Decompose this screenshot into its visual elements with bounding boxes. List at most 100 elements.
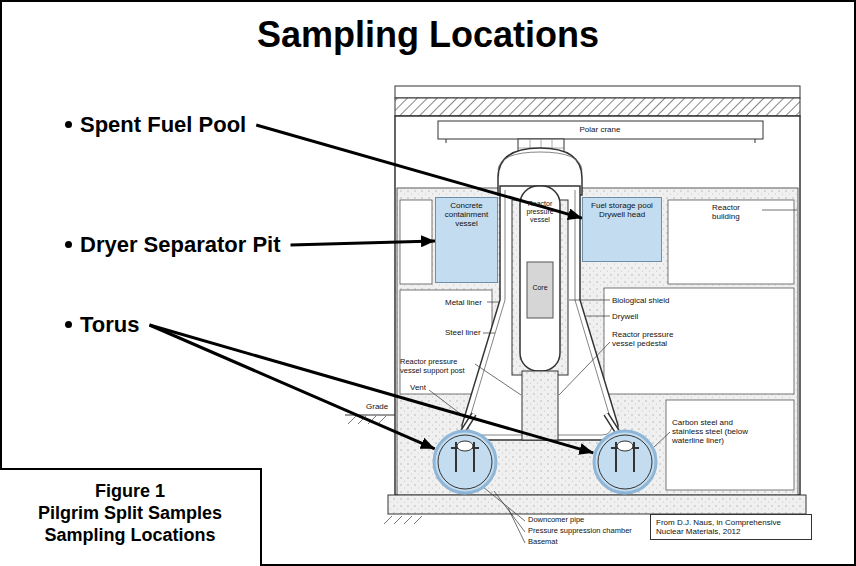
label-holder: Reactor pressure vessel support post <box>400 358 476 375</box>
part-label: Reactor pressure vessel support post <box>400 358 476 375</box>
leader-line <box>483 333 495 334</box>
downcomer-symbol <box>611 442 639 472</box>
label-holder: Metal liner <box>445 298 482 307</box>
label-holder: Steel liner <box>445 328 481 337</box>
vent-pipe-symbol <box>460 414 620 436</box>
title-holder: Sampling Locations <box>0 14 856 56</box>
label-holder: Drywell <box>612 312 638 321</box>
pointer-arrow <box>291 241 435 245</box>
concrete-structure <box>666 400 794 490</box>
label-holder: Vent <box>410 383 426 392</box>
torus-liner <box>438 435 492 489</box>
connector-group <box>149 125 593 453</box>
building-shell <box>395 86 800 495</box>
torus-liner <box>598 435 652 489</box>
leader-line <box>654 432 670 447</box>
region-label: Fuel storage pool <box>586 201 658 210</box>
concrete-structure <box>397 188 798 495</box>
bullet-dot <box>65 321 72 328</box>
concrete-structure <box>668 200 794 284</box>
pedestal-symbol <box>522 371 558 440</box>
label-holder: Downcomer pipe <box>528 516 584 525</box>
leader-line <box>487 302 499 303</box>
torus-outline <box>594 431 656 493</box>
vent-pipe-symbol <box>460 414 620 436</box>
label-holder: Core <box>527 284 553 292</box>
downcomer-symbol <box>451 442 479 472</box>
basemat-symbol <box>388 495 806 514</box>
torus-section <box>432 429 498 495</box>
part-label: Carbon steel and stainless steel (below … <box>672 418 756 446</box>
reactor-vessel-symbol <box>520 186 560 371</box>
pointer-arrow <box>149 325 593 453</box>
torus-outline <box>434 431 496 493</box>
bullet-item: Dryer Separator Pit <box>80 232 291 258</box>
leader-line <box>762 210 797 211</box>
part-label: Basemat <box>528 538 558 547</box>
label-holder: Reactor building <box>712 203 760 221</box>
label-holder: Basemat <box>528 538 558 547</box>
polar-crane-symbol <box>438 121 763 165</box>
bullet-text: Dryer Separator Pit <box>80 232 281 258</box>
building-shell <box>395 98 800 116</box>
page-title: Sampling Locations <box>0 14 856 56</box>
part-label: Grade <box>366 402 388 411</box>
pedestal-symbol <box>522 371 558 440</box>
part-label: Reactor pressure vessel <box>521 200 559 224</box>
source-note: From D.J. Naus, in Comprehensive Nuclear… <box>656 518 806 536</box>
drywell-outline <box>498 152 582 170</box>
part-label: Pressure suppression chamber <box>528 527 632 536</box>
bullet-item: Spent Fuel Pool <box>80 112 256 138</box>
label-holder: From D.J. Naus, in Comprehensive Nuclear… <box>650 514 812 540</box>
part-label: Reactor building <box>712 203 760 221</box>
header-symbol <box>617 441 633 451</box>
part-label: Drywell <box>612 312 638 321</box>
pit-region: Concrete containment vessel <box>435 197 498 283</box>
region-label: Drywell head <box>586 210 658 219</box>
part-label: Core <box>527 284 553 292</box>
building-shell <box>395 116 800 495</box>
label-holder: Carbon steel and stainless steel (below … <box>672 418 756 446</box>
torus-outline <box>592 429 658 495</box>
part-label: Biological shield <box>612 296 669 305</box>
bullet-dot <box>65 121 72 128</box>
label-holder: Grade <box>366 402 388 411</box>
label-holder: Polar crane <box>560 125 640 134</box>
region-label: Concrete containment vessel <box>439 201 494 229</box>
polar-crane-symbol <box>446 139 755 143</box>
figure-caption-box: Figure 1Pilgrim Split Samples Sampling L… <box>0 468 262 566</box>
vent-pipe-symbol <box>460 414 620 436</box>
label-holder: Reactor pressure vessel <box>521 200 559 224</box>
leader-line <box>508 508 525 543</box>
part-label: Downcomer pipe <box>528 516 584 525</box>
leader-line <box>569 300 610 301</box>
reactor-vessel-symbol <box>527 262 553 318</box>
label-holder: Biological shield <box>612 296 669 305</box>
header-symbol <box>457 441 473 451</box>
bullet-item: Torus <box>80 312 149 338</box>
pool-region: Fuel storage poolDrywell head <box>582 197 662 262</box>
bullet-text: Torus <box>80 312 139 338</box>
part-label: Steel liner <box>445 328 481 337</box>
reactor-vessel-symbol <box>520 186 560 371</box>
leader-line <box>559 342 610 395</box>
leader-line <box>475 364 521 395</box>
part-label: Metal liner <box>445 298 482 307</box>
leader-line <box>586 316 610 317</box>
polar-crane-symbol <box>438 121 763 139</box>
bullet-dot <box>65 241 72 248</box>
torus-outline <box>432 429 498 495</box>
concrete-structure <box>397 188 798 495</box>
part-label: Reactor pressure vessel pedestal <box>612 330 674 348</box>
label-holder: Reactor pressure vessel pedestal <box>612 330 674 348</box>
caption-text: Pilgrim Split Samples Sampling Locations <box>20 502 240 546</box>
building-shell <box>395 86 800 98</box>
torus-section <box>592 429 658 495</box>
part-label: Polar crane <box>560 125 640 134</box>
figure-number: Figure 1 <box>0 480 260 502</box>
concrete-structure <box>604 288 794 394</box>
bullet-text: Spent Fuel Pool <box>80 112 246 138</box>
part-label: Vent <box>410 383 426 392</box>
pointer-arrow <box>149 325 434 449</box>
